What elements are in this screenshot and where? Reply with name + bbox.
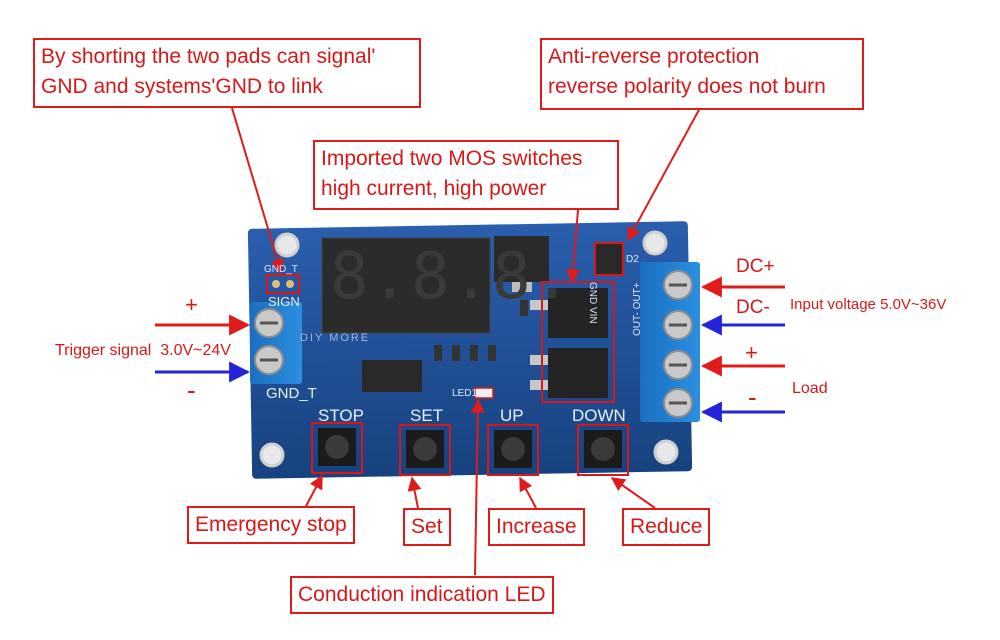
callout-antireverse-line2: reverse polarity does not burn bbox=[548, 75, 826, 98]
callout-mos-line2: high current, high power bbox=[321, 177, 547, 200]
callout-shorting-line2: GND and systems'GND to link bbox=[41, 75, 323, 98]
callout-antireverse-line1: Anti-reverse protection bbox=[548, 45, 760, 68]
callout-led: Conduction indication LED bbox=[290, 576, 554, 614]
load-minus-sign: - bbox=[748, 382, 757, 412]
trigger-plus-sign: + bbox=[185, 292, 198, 317]
dc-minus-label: DC- bbox=[736, 297, 770, 318]
trigger-signal-text: Trigger signal bbox=[55, 342, 152, 359]
button-stop-graphic bbox=[311, 422, 363, 474]
callout-shorting-line1: By shorting the two pads can signal' bbox=[41, 45, 376, 68]
d2-diode bbox=[594, 242, 624, 276]
callout-reduce: Reduce bbox=[622, 508, 711, 546]
load-label: Load bbox=[792, 380, 828, 397]
trigger-signal-label: Trigger signal 3.0V~24V bbox=[55, 342, 231, 360]
label-d2: D2 bbox=[626, 254, 639, 265]
callout-mos: Imported two MOS switches high current, … bbox=[313, 140, 619, 210]
label-led1: LED1 bbox=[452, 388, 478, 399]
callout-mos-line1: Imported two MOS switches bbox=[321, 147, 583, 170]
trigger-minus-sign: - bbox=[187, 375, 196, 405]
callout-emergency-stop: Emergency stop bbox=[187, 506, 355, 544]
led1-chip bbox=[474, 387, 494, 399]
button-down-graphic bbox=[577, 424, 629, 476]
label-up: UP bbox=[500, 406, 524, 425]
callout-shorting: By shorting the two pads can signal' GND… bbox=[33, 38, 421, 108]
button-set-graphic bbox=[399, 424, 451, 476]
label-gnd-t: GND_T bbox=[266, 385, 317, 402]
label-gnd-t-top: GND_T bbox=[264, 264, 298, 275]
input-voltage-label: Input voltage 5.0V~36V bbox=[790, 296, 947, 313]
sign-pads bbox=[266, 274, 300, 294]
mos-chip-1 bbox=[548, 288, 608, 338]
label-set: SET bbox=[410, 406, 444, 425]
callout-increase: Increase bbox=[488, 508, 585, 546]
label-in-terms: GND VIN bbox=[587, 282, 598, 324]
label-out-terms: OUT- OUT+ bbox=[632, 282, 643, 336]
mos-chip-top bbox=[494, 236, 549, 282]
button-up-graphic bbox=[487, 424, 539, 476]
label-stop: STOP bbox=[318, 406, 364, 425]
label-down: DOWN bbox=[572, 406, 626, 425]
power-terminal-block bbox=[640, 262, 700, 422]
watermark: DIY MORE bbox=[300, 332, 371, 344]
label-sign: SIGN bbox=[268, 294, 300, 309]
seven-segment-display bbox=[321, 237, 491, 334]
display-digits: 8.8.8. bbox=[330, 240, 574, 314]
optocoupler bbox=[362, 360, 422, 392]
callout-antireverse: Anti-reverse protection reverse polarity… bbox=[540, 38, 864, 110]
dc-plus-label: DC+ bbox=[736, 256, 775, 277]
load-plus-sign: + bbox=[745, 340, 758, 365]
mounting-holes bbox=[259, 230, 679, 468]
mos-chip-2 bbox=[548, 348, 608, 398]
trigger-range-text: 3.0V~24V bbox=[160, 342, 231, 359]
power-terminal-screws bbox=[663, 270, 693, 418]
callout-set: Set bbox=[403, 508, 451, 546]
